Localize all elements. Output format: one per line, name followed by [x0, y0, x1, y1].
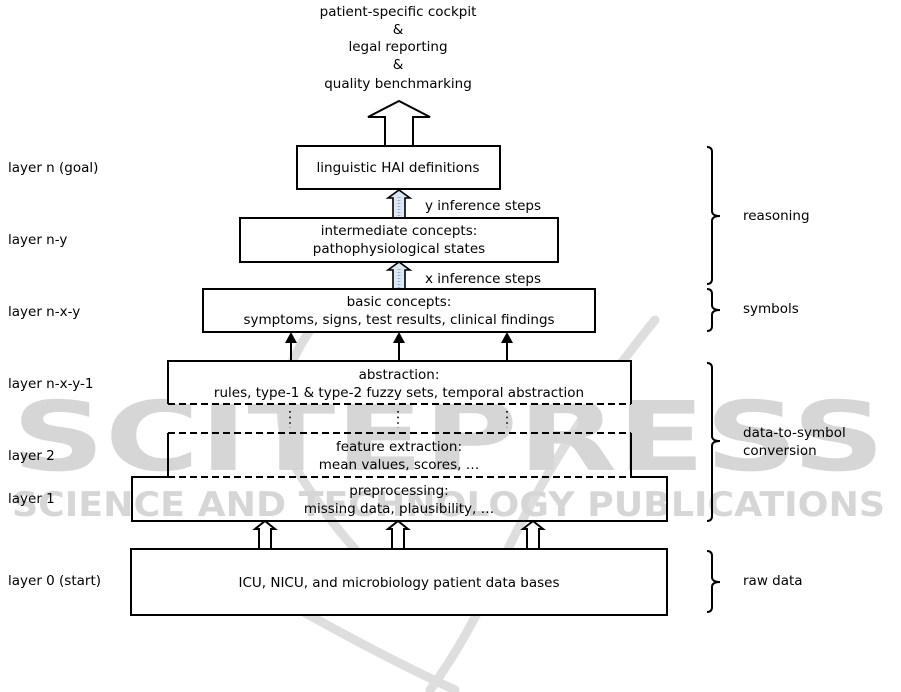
feature-extraction-title: feature extraction: — [336, 439, 462, 455]
output-ampersand: & — [393, 22, 404, 38]
output-arrow-icon — [367, 99, 431, 147]
linguistic-box: linguistic HAI definitions — [296, 145, 501, 190]
layer-label-0: layer 0 (start) — [8, 573, 101, 589]
brace-label-symbols: symbols — [743, 301, 799, 317]
watermark-subtitle: SCIENCE AND TECHNOLOGY PUBLICATIONS — [12, 485, 885, 525]
outputs: patient-specific cockpit & legal reporti… — [320, 4, 477, 92]
y-inference-arrow: y inference steps — [385, 189, 541, 219]
abstraction-title: abstraction: — [359, 367, 440, 383]
abstraction-box: abstraction: rules, type-1 & type-2 fuzz… — [167, 360, 632, 405]
raw-data-box: ICU, NICU, and microbiology patient data… — [130, 548, 668, 616]
layer-label-n-x-y-1: layer n-x-y-1 — [8, 376, 93, 392]
intermediate-box-detail: pathophysiological states — [313, 241, 485, 257]
output-line: quality benchmarking — [324, 76, 472, 92]
hollow-arrow-up-icon — [385, 519, 411, 550]
brace-label-reasoning: reasoning — [743, 208, 810, 224]
brace-label-conversion-line1: data-to-symbol — [743, 425, 846, 441]
layer-label-goal: layer n (goal) — [8, 160, 98, 176]
brace-raw-data: raw data — [706, 550, 803, 613]
output-line: patient-specific cockpit — [320, 4, 477, 20]
basic-concepts-title: basic concepts: — [347, 294, 452, 310]
curly-brace-icon — [706, 362, 721, 522]
brace-label-raw-data: raw data — [743, 573, 803, 589]
raw-data-arrows — [252, 519, 546, 550]
brace-conversion: data-to-symbol conversion — [706, 362, 846, 522]
feature-extraction-box: feature extraction: mean values, scores,… — [167, 432, 632, 477]
arrow-up-icon — [501, 332, 513, 361]
brace-reasoning: reasoning — [706, 146, 810, 285]
layer-label-n-x-y: layer n-x-y — [8, 304, 80, 320]
y-inference-label: y inference steps — [425, 198, 541, 214]
intermediate-box: intermediate concepts: pathophysiologica… — [239, 217, 559, 263]
brace-label-conversion-line2: conversion — [743, 443, 817, 459]
output-ampersand: & — [393, 57, 404, 73]
x-inference-label: x inference steps — [425, 271, 541, 287]
layer-labels: layer n (goal) layer n-y layer n-x-y lay… — [8, 160, 101, 589]
linguistic-box-frame — [296, 145, 501, 190]
layer-label-1: layer 1 — [8, 491, 55, 507]
arrow-up-icon — [393, 332, 405, 361]
abstraction-detail: rules, type-1 & type-2 fuzzy sets, tempo… — [214, 385, 584, 401]
basic-concepts-box: basic concepts: symptoms, signs, test re… — [202, 288, 596, 333]
preprocessing-title: preprocessing: — [349, 483, 448, 499]
hollow-arrow-up-icon — [252, 519, 278, 550]
watermark-swoosh-bottom — [295, 605, 460, 692]
hollow-arrow-up-icon — [520, 519, 546, 550]
raw-data-text: ICU, NICU, and microbiology patient data… — [238, 575, 559, 591]
curly-brace-icon — [706, 550, 721, 613]
abstraction-box-frame — [167, 360, 632, 404]
curly-brace-icon — [706, 146, 721, 285]
preprocessing-detail: missing data, plausibility, … — [304, 501, 494, 517]
arrow-up-icon — [285, 332, 297, 361]
brace-symbols: symbols — [706, 288, 799, 332]
x-inference-arrow: x inference steps — [385, 261, 541, 290]
output-line: legal reporting — [348, 39, 447, 55]
abstraction-arrows — [285, 332, 513, 361]
linguistic-box-text: linguistic HAI definitions — [317, 160, 480, 176]
curly-brace-icon — [706, 288, 721, 332]
basic-concepts-detail: symptoms, signs, test results, clinical … — [243, 312, 554, 328]
layer-label-2: layer 2 — [8, 448, 55, 464]
feature-extraction-detail: mean values, scores, … — [319, 457, 479, 473]
intermediate-box-title: intermediate concepts: — [321, 223, 478, 239]
layer-label-n-y: layer n-y — [8, 232, 67, 248]
raw-data-box-frame — [130, 548, 668, 616]
